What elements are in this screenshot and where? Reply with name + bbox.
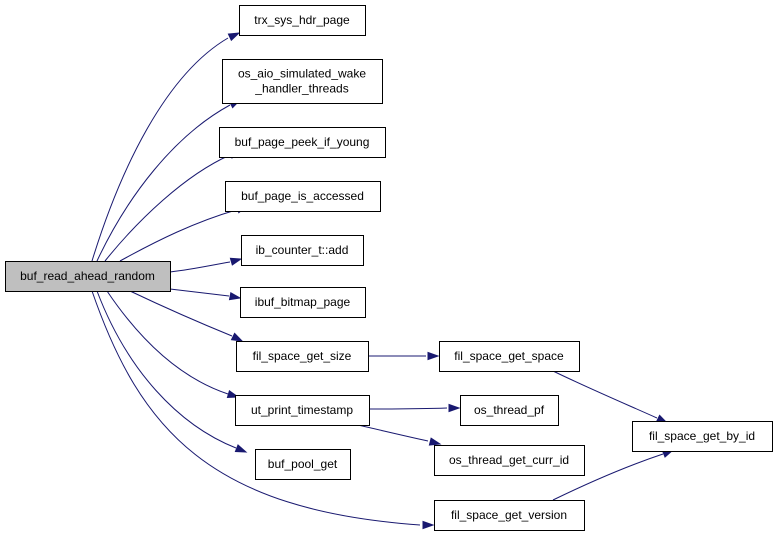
edge-line bbox=[106, 290, 229, 395]
node-label: fil_space_get_space bbox=[454, 349, 564, 363]
node-box bbox=[255, 449, 351, 480]
edge-arrowhead bbox=[428, 437, 442, 446]
node-box bbox=[222, 59, 383, 104]
edge-arrowhead bbox=[234, 444, 248, 453]
node-label: fil_space_get_size bbox=[253, 349, 352, 363]
node-box bbox=[219, 127, 386, 158]
node-buf-page-peek-if-young[interactable]: buf_page_peek_if_young bbox=[219, 127, 386, 158]
edge-ut_print_timestamp-to-os_thread_pf bbox=[368, 403, 461, 413]
edge-line bbox=[91, 37, 229, 262]
node-box bbox=[236, 341, 369, 372]
node-fil-space-get-version[interactable]: fil_space_get_version bbox=[434, 500, 585, 531]
edge-buf_read_ahead_random-to-buf_page_is_accessed bbox=[119, 205, 249, 262]
node-os-thread-pf[interactable]: os_thread_pf bbox=[460, 395, 559, 426]
node-fil-space-get-by-id[interactable]: fil_space_get_by_id bbox=[632, 421, 773, 452]
edge-line bbox=[552, 453, 664, 501]
node-label: os_thread_pf bbox=[474, 403, 545, 417]
edge-line bbox=[96, 290, 237, 449]
node-box bbox=[241, 235, 364, 266]
edge-line bbox=[169, 288, 230, 297]
node-box bbox=[460, 395, 559, 426]
node-box bbox=[632, 421, 773, 452]
node-box bbox=[239, 5, 366, 36]
edge-line bbox=[96, 104, 231, 262]
edge-line bbox=[368, 407, 448, 410]
edge-line bbox=[129, 290, 233, 337]
edge-buf_read_ahead_random-to-buf_pool_get bbox=[96, 290, 248, 453]
edge-ut_print_timestamp-to-os_thread_get_curr_id bbox=[357, 424, 442, 446]
node-label: buf_read_ahead_random bbox=[20, 269, 155, 283]
node-fil-space-get-size[interactable]: fil_space_get_size bbox=[236, 341, 369, 372]
node-label: buf_pool_get bbox=[268, 457, 338, 471]
node-label: fil_space_get_by_id bbox=[649, 429, 755, 443]
call-graph-edges bbox=[91, 32, 675, 530]
node-label: trx_sys_hdr_page bbox=[254, 13, 350, 27]
node-label: os_aio_simulated_wake bbox=[238, 67, 366, 81]
edge-line bbox=[104, 154, 231, 262]
edge-arrowhead bbox=[422, 520, 435, 530]
edge-buf_read_ahead_random-to-ib_counter_t_add bbox=[169, 257, 243, 273]
edge-arrowhead bbox=[229, 257, 243, 266]
call-graph-nodes: buf_read_ahead_random trx_sys_hdr_page os_… bbox=[5, 5, 773, 531]
edge-line bbox=[552, 370, 658, 419]
node-ut-print-timestamp[interactable]: ut_print_timestamp bbox=[235, 395, 370, 426]
node-label: ut_print_timestamp bbox=[251, 403, 353, 417]
edge-line bbox=[91, 290, 421, 526]
edge-line bbox=[119, 209, 237, 262]
edge-buf_read_ahead_random-to-fil_space_get_version bbox=[91, 290, 435, 530]
node-box bbox=[240, 287, 366, 318]
node-label: ib_counter_t::add bbox=[256, 243, 349, 257]
node-ib-counter-t-add[interactable]: ib_counter_t::add bbox=[241, 235, 364, 266]
node-box bbox=[5, 261, 171, 292]
edge-arrowhead bbox=[230, 332, 244, 342]
edge-buf_read_ahead_random-to-ut_print_timestamp bbox=[106, 290, 240, 399]
node-buf-read-ahead-random[interactable]: buf_read_ahead_random bbox=[5, 261, 171, 292]
node-fil-space-get-space[interactable]: fil_space_get_space bbox=[439, 341, 580, 372]
edge-fil_space_get_size-to-fil_space_get_space bbox=[368, 351, 440, 361]
node-box bbox=[434, 445, 585, 476]
node-label: os_thread_get_curr_id bbox=[449, 453, 569, 467]
edge-arrowhead bbox=[427, 351, 440, 361]
edge-buf_read_ahead_random-to-buf_page_peek_if_young bbox=[104, 150, 242, 262]
node-box bbox=[225, 181, 381, 212]
edge-line bbox=[169, 261, 231, 273]
node-label: buf_page_peek_if_young bbox=[235, 135, 370, 149]
node-os-thread-get-curr-id[interactable]: os_thread_get_curr_id bbox=[434, 445, 585, 476]
node-box bbox=[235, 395, 370, 426]
edge-arrowhead bbox=[228, 292, 242, 301]
node-box bbox=[434, 500, 585, 531]
node-label: fil_space_get_version bbox=[451, 508, 567, 522]
node-ibuf-bitmap-page[interactable]: ibuf_bitmap_page bbox=[240, 287, 366, 318]
node-os-aio-simulated-wake-handler-threads[interactable]: os_aio_simulated_wake_handler_threads bbox=[222, 59, 383, 104]
node-label: ibuf_bitmap_page bbox=[255, 295, 351, 309]
edge-line bbox=[357, 424, 429, 442]
node-label: _handler_threads bbox=[254, 82, 348, 96]
edge-buf_read_ahead_random-to-ibuf_bitmap_page bbox=[169, 288, 242, 301]
edge-fil_space_get_space-to-fil_space_get_by_id bbox=[552, 370, 669, 424]
edge-buf_read_ahead_random-to-trx_sys_hdr_page bbox=[91, 32, 241, 262]
node-box bbox=[439, 341, 580, 372]
edge-buf_read_ahead_random-to-fil_space_get_size bbox=[129, 290, 244, 342]
node-label: buf_page_is_accessed bbox=[241, 189, 364, 203]
edge-arrowhead bbox=[227, 32, 241, 42]
node-trx-sys-hdr-page[interactable]: trx_sys_hdr_page bbox=[239, 5, 366, 36]
edge-arrowhead bbox=[448, 403, 461, 413]
node-buf-page-is-accessed[interactable]: buf_page_is_accessed bbox=[225, 181, 381, 212]
edge-buf_read_ahead_random-to-os_aio_simulated_wake_handler_threads bbox=[96, 99, 242, 262]
node-buf-pool-get[interactable]: buf_pool_get bbox=[255, 449, 351, 480]
